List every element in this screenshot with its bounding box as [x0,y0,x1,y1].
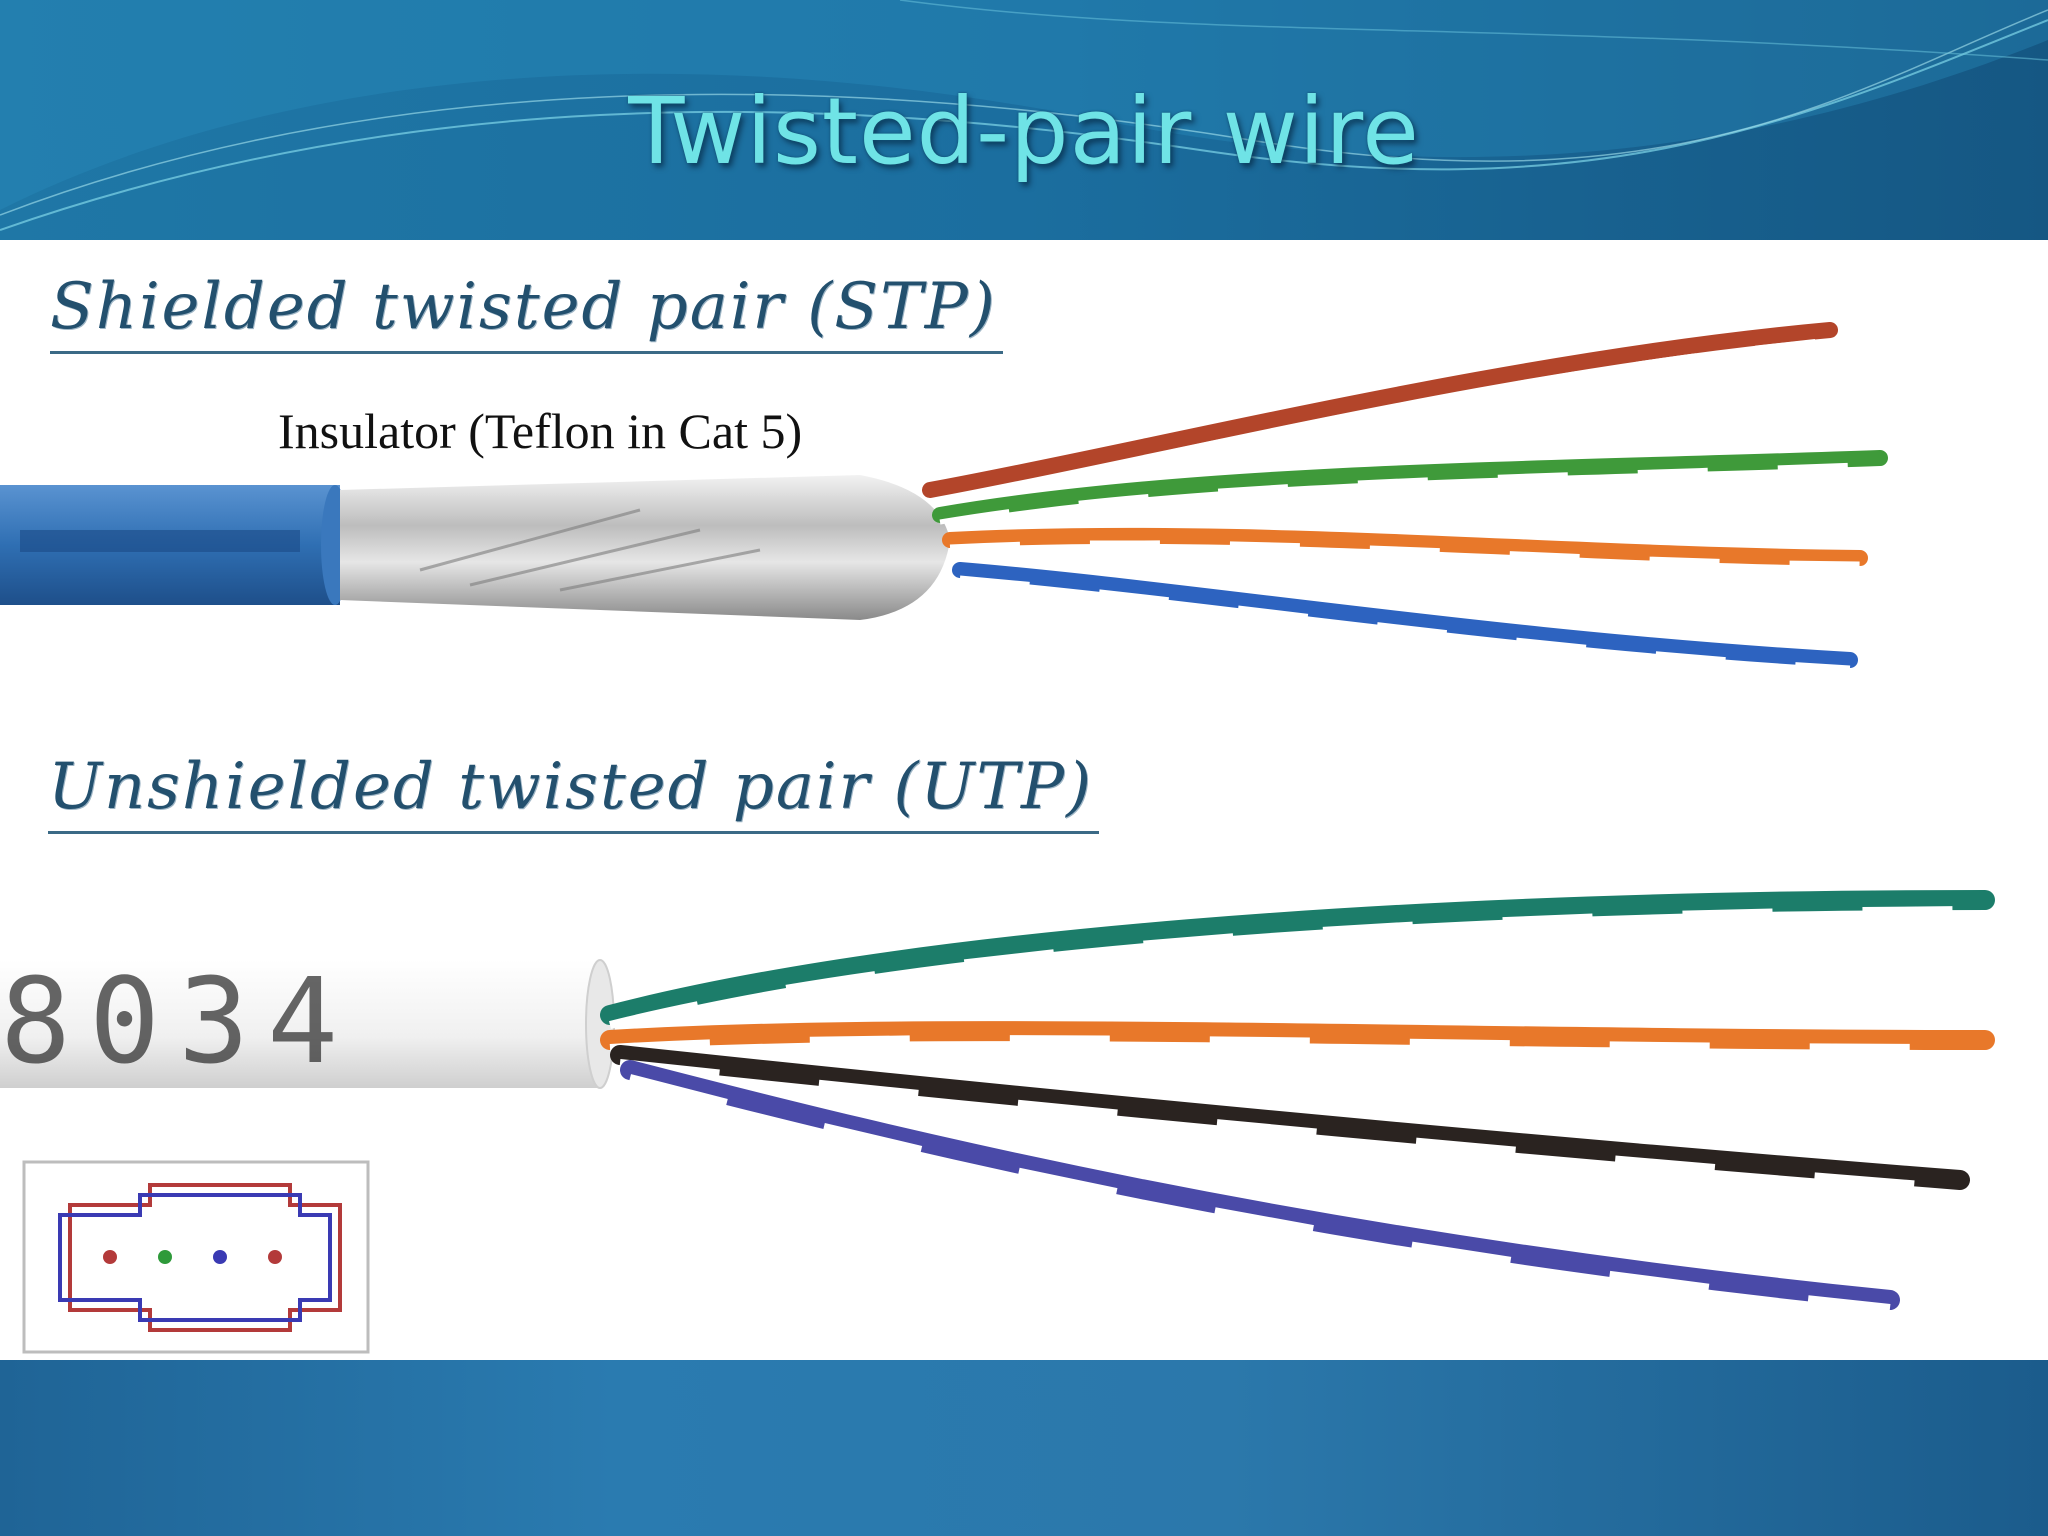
stp-wire-green [932,450,1888,523]
title-band: Twisted-pair wire [0,0,2048,240]
slide-title: Twisted-pair wire [628,78,1420,185]
stp-cable [0,322,1888,671]
stp-wire-blue [952,562,1858,668]
rj45-connector-icon [22,1160,370,1354]
stp-heading: Shielded twisted pair (STP) [50,270,1003,354]
utp-wire-orange [600,1021,1995,1050]
utp-heading: Unshielded twisted pair (UTP) [48,750,1100,834]
stp-wire-red [922,322,1838,498]
insulator-label: Insulator (Teflon in Cat 5) [278,403,803,459]
utp-wire-black [610,1045,1970,1190]
footer-band [0,1360,2048,1536]
title-wave-decoration [0,0,2048,240]
stp-foil-shield [340,475,950,620]
stp-wire-orange [942,527,1868,566]
cable-illustration [0,322,1995,1354]
utp-wire-violet [620,1060,1900,1310]
cable-photo-panel: 8034 Shielded twisted pair (STP) Insulat… [0,240,2048,1360]
utp-cable-print: 8034 [0,952,357,1090]
utp-cable [0,890,1995,1312]
utp-wire-green [600,890,1995,1025]
utp-jacket [0,960,600,1088]
